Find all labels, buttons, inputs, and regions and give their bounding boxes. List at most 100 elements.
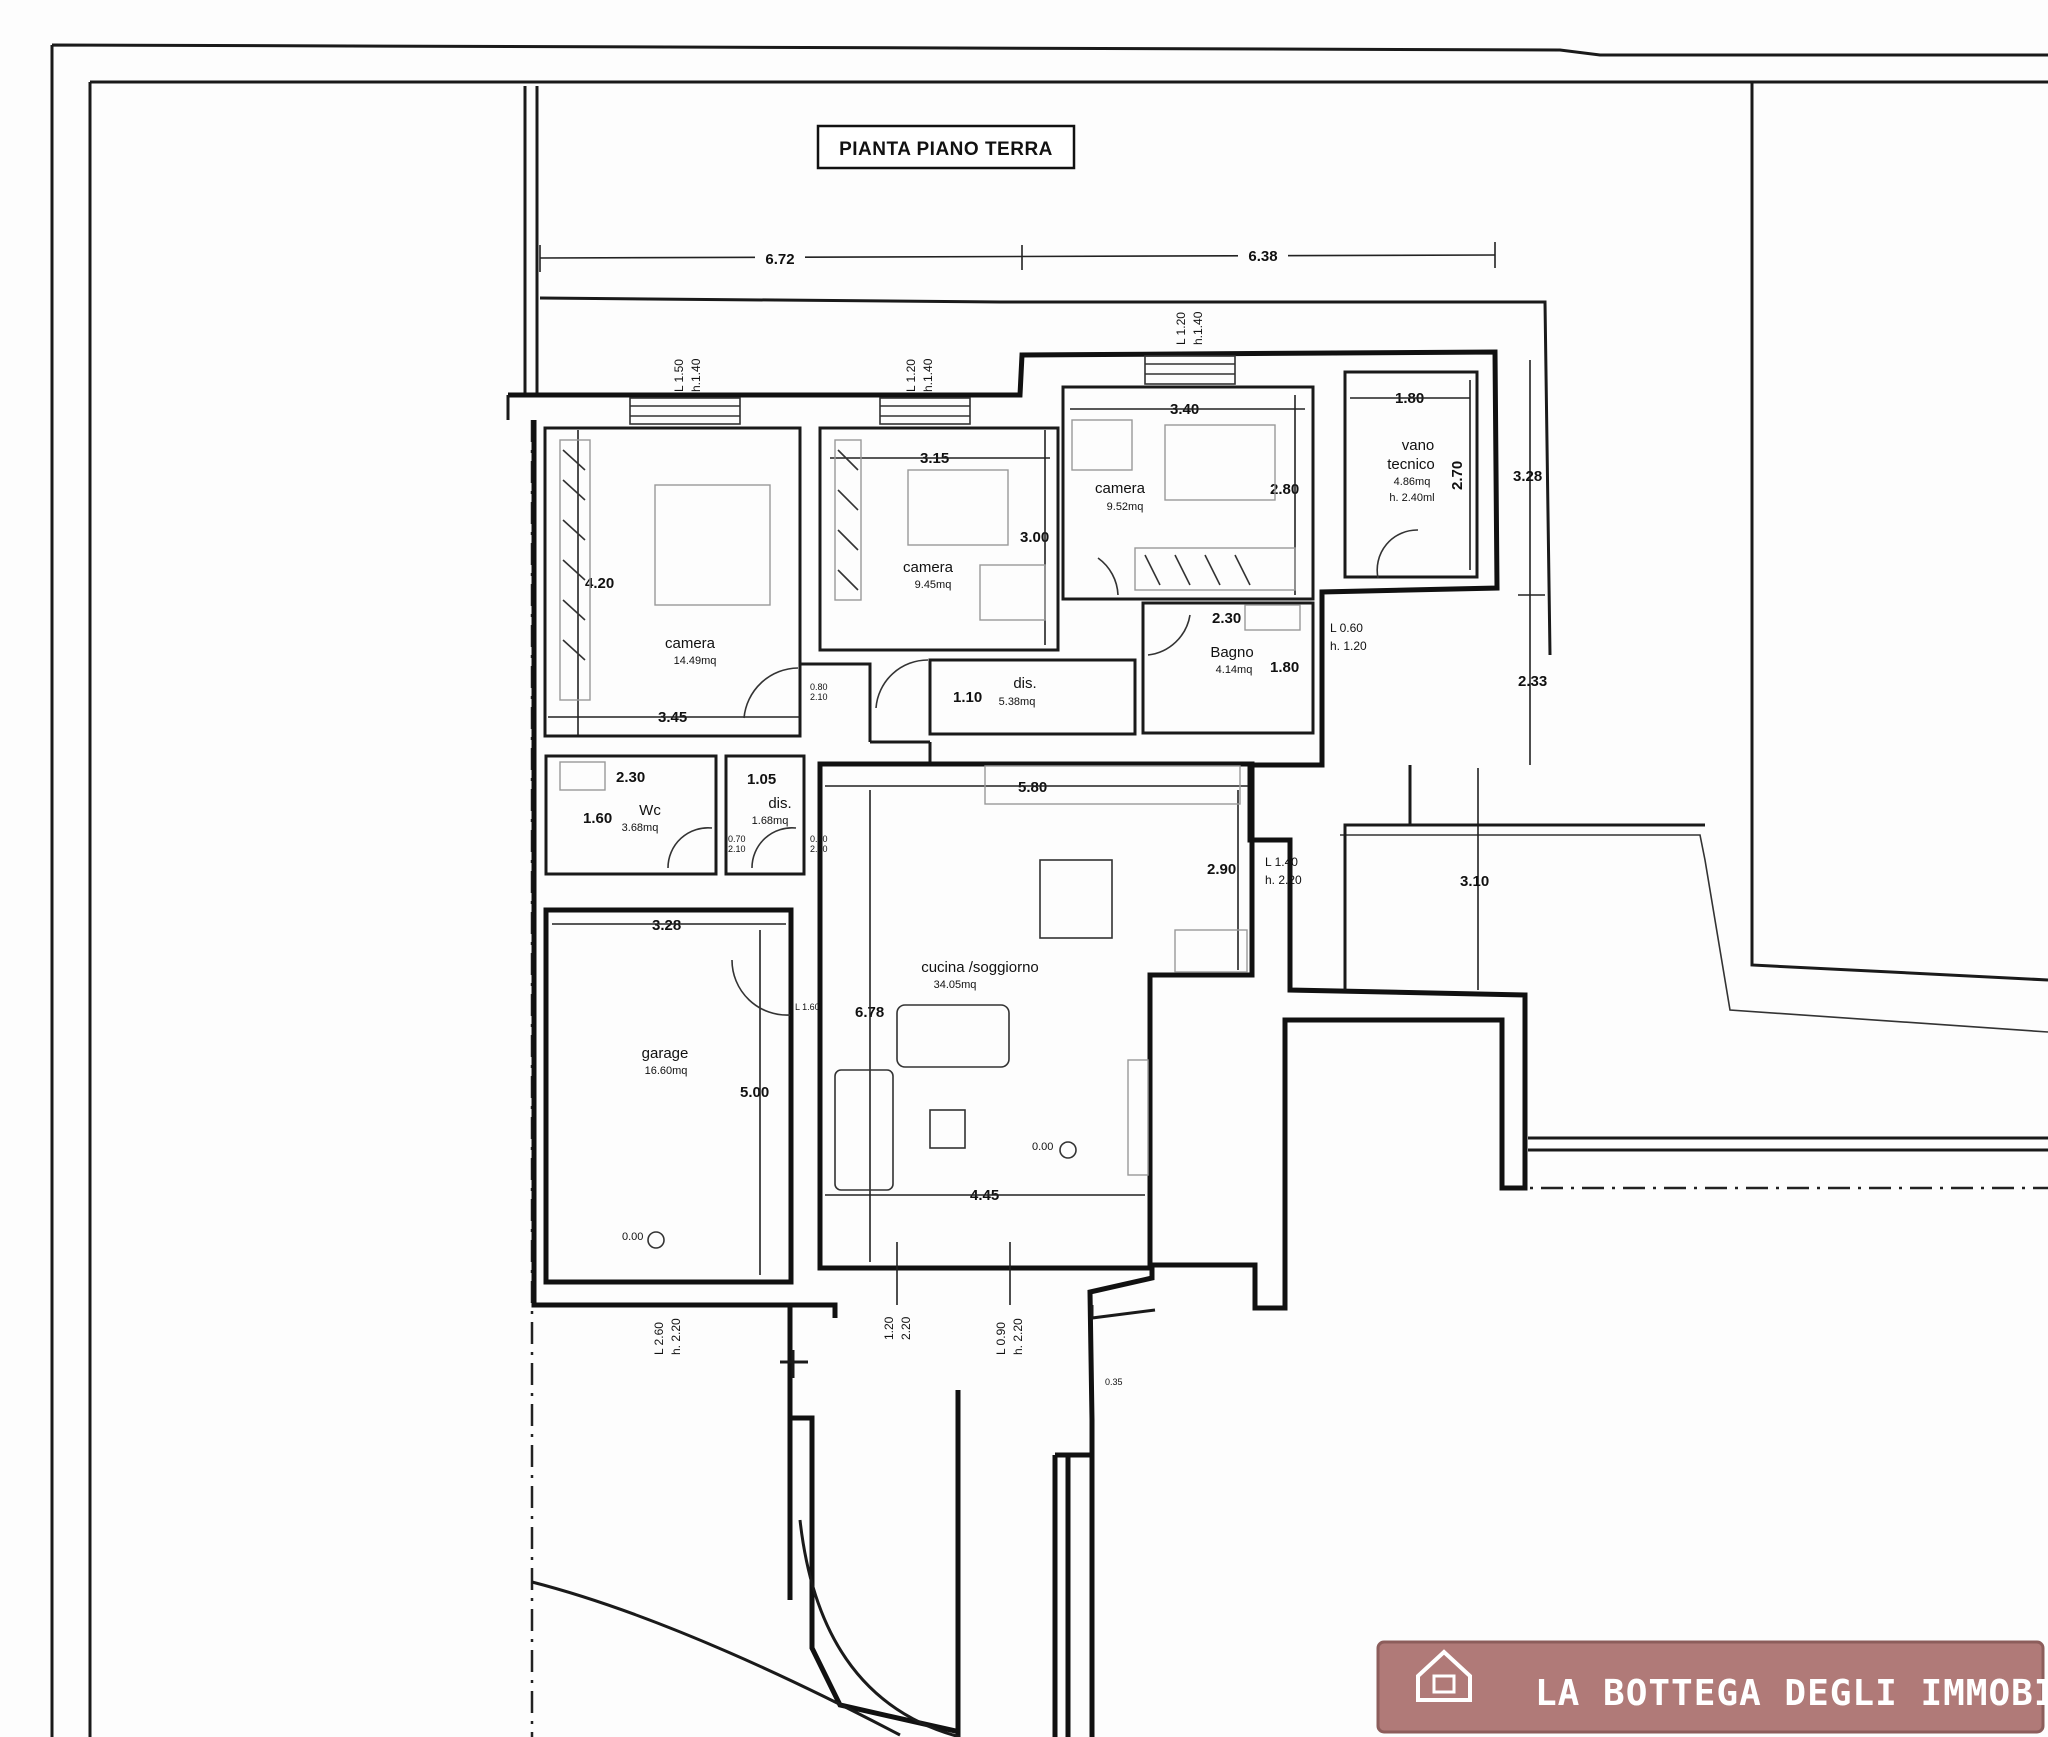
windows-top: L 1.50 h.1.40 L 1.20 h.1.40 L 1.20 h.1.4… bbox=[629, 311, 1236, 425]
kitchen-level: 0.00 bbox=[1032, 1141, 1053, 1153]
coffee-table-icon bbox=[929, 1109, 966, 1149]
room-camera-2-area: 9.45mq bbox=[915, 579, 952, 591]
plan-title: PIANTA PIANO TERRA bbox=[816, 124, 1076, 170]
garage-opening-h: h. 2.20 bbox=[669, 1318, 683, 1355]
terrace-edge bbox=[539, 296, 1552, 656]
door-1-l: 1.20 bbox=[882, 1316, 896, 1340]
wardrobe-icon bbox=[1134, 547, 1296, 591]
door-dim: 2.10 bbox=[728, 844, 746, 854]
room-cucina-name: cucina /soggiorno bbox=[921, 959, 1039, 976]
window-3-h: h.1.40 bbox=[1191, 311, 1205, 345]
bed-icon bbox=[1164, 424, 1276, 501]
door-labels: 0.80 2.10 0.70 2.10 0.70 2.10 L 1.60 bbox=[728, 682, 828, 1012]
room-cucina-area: 34.05mq bbox=[934, 979, 977, 991]
room-camera-3-area: 9.52mq bbox=[1107, 501, 1144, 513]
shelf-icon bbox=[1174, 929, 1248, 973]
room-bagno-name: Bagno bbox=[1210, 644, 1253, 661]
window-120h: h. 1.20 bbox=[1330, 639, 1367, 653]
room-camera-1 bbox=[543, 426, 802, 738]
door-dim: 0.70 bbox=[810, 834, 828, 844]
dim-top-right: 6.38 bbox=[1248, 248, 1277, 265]
window-3-l: L 1.20 bbox=[1174, 312, 1188, 345]
side-dimensions: 3.28 2.33 3.10 bbox=[1460, 360, 1547, 990]
wardrobe-icon bbox=[559, 439, 591, 701]
bed-icon bbox=[907, 469, 1009, 546]
door-2-h: h. 2.20 bbox=[1011, 1318, 1025, 1355]
dim-side-328: 3.28 bbox=[1513, 468, 1542, 485]
door-1-h: 2.20 bbox=[899, 1316, 913, 1340]
sheet-inner-border bbox=[88, 80, 2048, 1737]
room-vano-name-2: tecnico bbox=[1387, 456, 1435, 473]
road-edge bbox=[1528, 1136, 2048, 1152]
room-dis1-area: 5.38mq bbox=[999, 696, 1036, 708]
dim-cam1-depth: 4.20 bbox=[585, 575, 614, 592]
door-swings bbox=[667, 529, 1419, 1016]
dim-wc-width: 2.30 bbox=[616, 769, 645, 786]
window-2-l: L 1.20 bbox=[904, 359, 918, 392]
table-icon bbox=[1039, 859, 1113, 939]
courtyard-outline bbox=[1343, 765, 1705, 990]
garage-level: 0.00 bbox=[622, 1231, 643, 1243]
plan-title-text: PIANTA PIANO TERRA bbox=[839, 139, 1053, 160]
room-wc-name: Wc bbox=[639, 802, 661, 819]
ramp-cross bbox=[780, 1350, 808, 1378]
side-window-h: h. 2.20 bbox=[1265, 873, 1302, 887]
dim-side-310: 3.10 bbox=[1460, 873, 1489, 890]
wc-sink-icon bbox=[559, 761, 606, 791]
room-vano-tecnico bbox=[1343, 370, 1479, 579]
door-2-l: L 0.90 bbox=[994, 1322, 1008, 1355]
dim-garage-width: 3.28 bbox=[652, 917, 681, 934]
garage-opening-l: L 2.60 bbox=[652, 1322, 666, 1355]
window-1-l: L 1.50 bbox=[672, 359, 686, 392]
dim-bagno-depth: 1.80 bbox=[1270, 659, 1299, 676]
neighbor-outline bbox=[1750, 80, 2048, 982]
level-marker-icon bbox=[1059, 1141, 1077, 1159]
house-exterior-wall bbox=[508, 349, 1528, 1421]
bed-icon bbox=[654, 484, 771, 606]
room-disimpegno-2 bbox=[724, 754, 806, 876]
room-vano-area: 4.86mq bbox=[1394, 476, 1431, 488]
dim-kitchen-580: 5.80 bbox=[1018, 779, 1047, 796]
room-bagno bbox=[1141, 601, 1315, 735]
door-dim: 2.10 bbox=[810, 844, 828, 854]
dim-dis-110: 1.10 bbox=[953, 689, 982, 706]
sheet-outer-border bbox=[50, 43, 2048, 1737]
dim-top-left: 6.72 bbox=[765, 251, 794, 268]
top-left-column bbox=[523, 86, 539, 395]
dim-bagno-width: 2.30 bbox=[1212, 610, 1241, 627]
kitchen-counter-icon bbox=[984, 765, 1241, 805]
room-wc-area: 3.68mq bbox=[622, 822, 659, 834]
room-bagno-area: 4.14mq bbox=[1216, 664, 1253, 676]
dim-dis2-width: 1.05 bbox=[747, 771, 776, 788]
sink-icon bbox=[1244, 604, 1301, 631]
room-disimpegno-1 bbox=[928, 658, 1137, 736]
desk-icon bbox=[979, 564, 1046, 621]
room-camera-1-name: camera bbox=[665, 635, 716, 652]
room-vano-name-1: vano bbox=[1402, 437, 1435, 454]
room-dis1-name: dis. bbox=[1013, 675, 1036, 692]
room-camera-2 bbox=[818, 426, 1060, 652]
garden-curve bbox=[531, 1580, 901, 1737]
room-wc bbox=[544, 754, 718, 876]
window-060: L 0.60 bbox=[1330, 621, 1363, 635]
room-garage-area: 16.60mq bbox=[645, 1065, 688, 1077]
side-window-l: L 1.40 bbox=[1265, 855, 1298, 869]
room-camera-3 bbox=[1061, 385, 1315, 601]
top-dimension: 6.72 6.38 bbox=[539, 242, 1496, 272]
window-2-h: h.1.40 bbox=[921, 358, 935, 392]
dim-kitchen-290: 2.90 bbox=[1207, 861, 1236, 878]
room-vano-height: h. 2.40ml bbox=[1389, 492, 1434, 504]
dim-side-233: 2.33 bbox=[1518, 673, 1547, 690]
door-dim: 0.70 bbox=[728, 834, 746, 844]
door-dim: 2.10 bbox=[810, 692, 828, 702]
room-camera-2-name: camera bbox=[903, 559, 954, 576]
room-garage bbox=[543, 907, 794, 1285]
room-camera-3-name: camera bbox=[1095, 480, 1146, 497]
dim-cam3-depth: 2.80 bbox=[1270, 481, 1299, 498]
wardrobe-icon bbox=[834, 439, 862, 601]
room-garage-name: garage bbox=[642, 1045, 689, 1062]
armchair-icon bbox=[834, 1069, 894, 1191]
desk-icon bbox=[1071, 419, 1133, 471]
room-cucina-soggiorno bbox=[817, 761, 1255, 1271]
